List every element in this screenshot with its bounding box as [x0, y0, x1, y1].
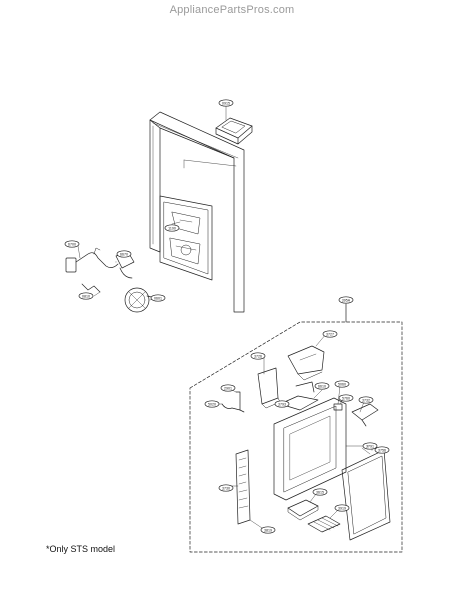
- callout-2901: 2901: [220, 384, 236, 392]
- callout-0810: 0810: [78, 292, 94, 300]
- svg-text:5020: 5020: [208, 402, 216, 406]
- gear-motor: [124, 287, 157, 313]
- assembly-group-boundary: [189, 303, 403, 553]
- callout-5760: 5760: [338, 394, 354, 402]
- callout-0601: 0601: [150, 294, 166, 302]
- svg-text:395A: 395A: [342, 298, 351, 302]
- callout-0915: 0915: [218, 99, 234, 107]
- callout-6610: 6610: [314, 382, 330, 390]
- svg-text:3727: 3727: [326, 332, 334, 336]
- control-strip: [235, 449, 251, 525]
- svg-text:3819: 3819: [264, 528, 272, 532]
- svg-text:1190: 1190: [168, 226, 176, 230]
- svg-text:6670: 6670: [120, 252, 128, 256]
- svg-text:3732: 3732: [362, 398, 370, 402]
- lever-part: [221, 391, 245, 413]
- svg-text:3730: 3730: [222, 486, 230, 490]
- cover-panel: [341, 449, 391, 541]
- small-part: [333, 403, 343, 411]
- svg-text:3919: 3919: [338, 506, 346, 510]
- svg-text:6610: 6610: [318, 384, 326, 388]
- svg-text:3615: 3615: [316, 490, 324, 494]
- callout-6670: 6670: [116, 250, 132, 258]
- callout-3727: 3727: [322, 330, 338, 338]
- svg-text:0601: 0601: [154, 296, 162, 300]
- funnel-part: [287, 345, 325, 381]
- dispenser-frame: [273, 381, 347, 501]
- callout-3819: 3819: [260, 526, 276, 534]
- leader-lines: [77, 105, 371, 529]
- callout-6700: 6700: [64, 240, 80, 248]
- svg-text:0810: 0810: [82, 294, 90, 298]
- svg-text:0915: 0915: [222, 101, 230, 105]
- callout-3919: 3919: [334, 504, 350, 512]
- ice-tray: [215, 117, 253, 145]
- watermark-text: AppliancePartsPros.com: [169, 4, 295, 16]
- callout-3726: 3726: [250, 352, 266, 360]
- svg-text:3726: 3726: [254, 354, 262, 358]
- grille: [307, 515, 341, 533]
- callout-3793: 3793: [274, 400, 290, 408]
- svg-text:6700: 6700: [68, 242, 76, 246]
- svg-text:2901: 2901: [224, 386, 232, 390]
- callout-5020: 5020: [204, 400, 220, 408]
- model-note: *Only STS model: [46, 544, 116, 554]
- callout-3615: 3615: [312, 488, 328, 496]
- callout-side-panel: 3756: [374, 446, 390, 454]
- svg-text:5760: 5760: [342, 396, 350, 400]
- svg-text:5060: 5060: [338, 382, 346, 386]
- svg-text:3791: 3791: [366, 444, 374, 448]
- chute-flap: [257, 367, 281, 409]
- callout-3791: 3791: [362, 442, 378, 450]
- svg-text:3793: 3793: [278, 402, 286, 406]
- door-panel: [149, 111, 245, 313]
- callout-395A: 395A: [338, 296, 354, 304]
- callout-1190: 1190: [164, 224, 180, 232]
- svg-text:3756: 3756: [378, 448, 386, 452]
- callout-5060: 5060: [334, 380, 350, 388]
- callout-3730: 3730: [218, 484, 234, 492]
- callout-3732: 3732: [358, 396, 374, 404]
- sensor-bracket: [351, 403, 379, 427]
- drip-tray: [287, 499, 319, 521]
